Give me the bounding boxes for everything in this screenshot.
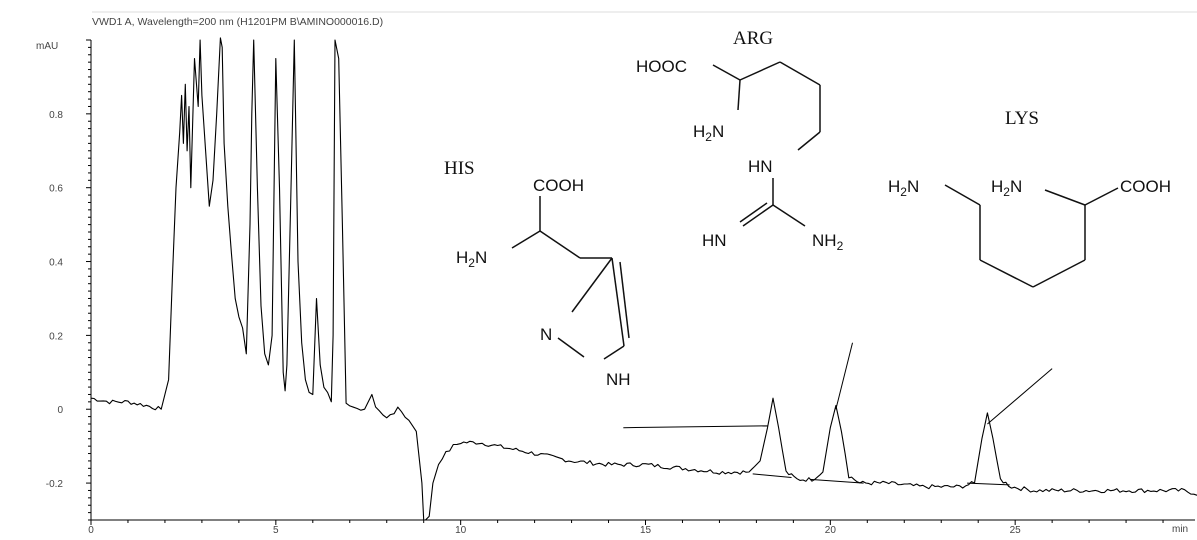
x-tick-label: 5	[273, 525, 279, 535]
y-tick-label: 0.2	[49, 331, 63, 342]
his-ring-nh: NH	[606, 370, 631, 389]
x-tick-label: 20	[825, 525, 837, 535]
lys-h2n-1: H2N	[888, 177, 919, 199]
x-axis-label: min	[1172, 524, 1188, 535]
peak-baseline	[752, 473, 792, 479]
peak-leader-line	[987, 368, 1053, 425]
peak-baseline	[809, 478, 864, 484]
arg-hn-top: HN	[748, 157, 773, 176]
y-axis-label: mAU	[36, 41, 58, 52]
lys-h2n-2: H2N	[991, 177, 1022, 199]
y-tick-label: 0.8	[49, 110, 63, 121]
peak-baseline	[967, 482, 1010, 486]
arg-hooc: HOOC	[636, 57, 687, 76]
chromatogram-trace-group	[90, 37, 1197, 521]
lys-structure	[944, 184, 1119, 288]
arg-hn-bottom: HN	[702, 231, 727, 250]
x-tick-label: 25	[1010, 525, 1022, 535]
y-tick-label: 0	[57, 405, 63, 416]
peak-leader-line	[623, 425, 768, 429]
arg-h2n: H2N	[693, 122, 724, 144]
y-tick-label: 0.6	[49, 184, 63, 195]
his-ring-n: N	[540, 325, 552, 344]
chromatogram-line	[90, 37, 1197, 521]
his-h2n: H2N	[456, 248, 487, 270]
y-tick-label: 0.4	[49, 258, 63, 269]
peak-leader-lines	[623, 342, 1053, 429]
chart-title: VWD1 A, Wavelength=200 nm (H1201PM B\AMI…	[92, 16, 383, 28]
x-tick-label: 10	[455, 525, 467, 535]
arg-nh2: NH2	[812, 231, 844, 253]
his-structure	[511, 196, 630, 360]
peak-baselines	[752, 473, 1010, 486]
lys-cooh: COOH	[1120, 177, 1171, 196]
arg-structure	[712, 61, 821, 227]
arg-label: ARG	[733, 28, 773, 49]
peak-leader-line	[835, 342, 853, 410]
his-cooh: COOH	[533, 176, 584, 195]
y-tick-label: -0.2	[46, 479, 64, 490]
x-ticks: 0 5 10 15 20 25	[88, 520, 1164, 536]
y-ticks: 0.8 0.6 0.4 0.2 0 -0.2	[46, 39, 91, 521]
x-tick-label: 15	[640, 525, 652, 535]
his-label: HIS	[444, 158, 475, 179]
lys-label: LYS	[1005, 108, 1039, 129]
x-tick-label: 0	[88, 525, 94, 535]
